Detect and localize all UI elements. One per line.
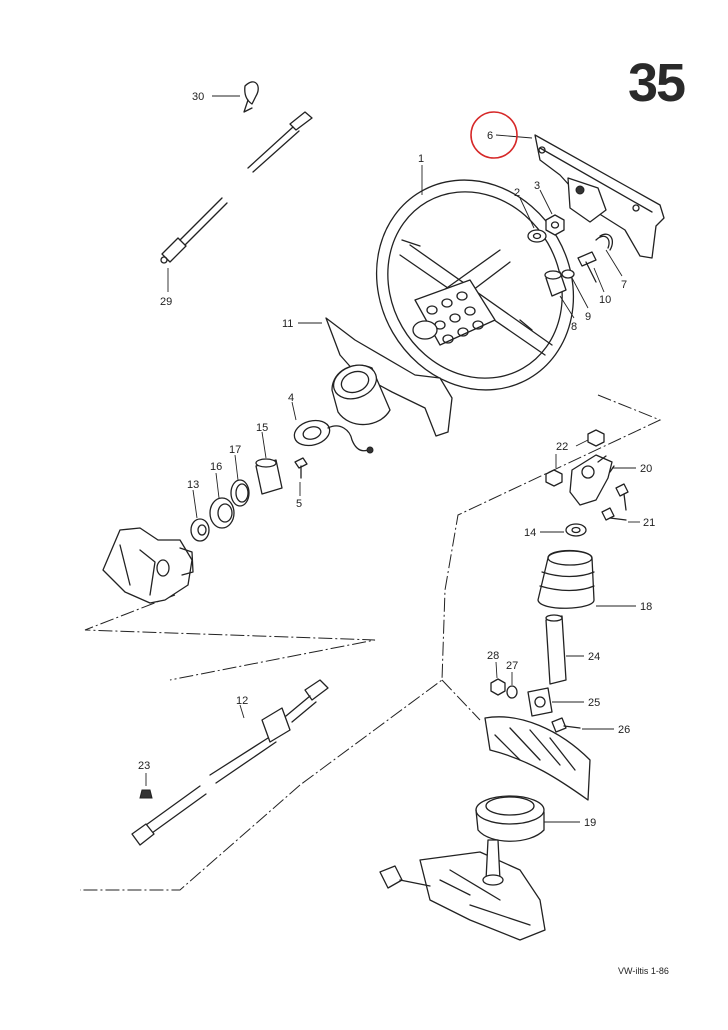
part-10-screw xyxy=(577,251,605,293)
part-9-washer xyxy=(561,269,589,309)
label-part-14: 14 xyxy=(524,527,536,539)
label-part-18: 18 xyxy=(640,601,652,613)
part-28-nut xyxy=(490,661,506,696)
highlight-circle-part-6 xyxy=(470,111,518,159)
label-part-19: 19 xyxy=(584,817,596,829)
part-13-bearing-ring xyxy=(190,489,210,542)
label-part-30: 30 xyxy=(192,91,204,103)
part-11-steering-hub xyxy=(298,317,453,437)
label-part-4: 4 xyxy=(288,392,294,404)
part-22-nuts xyxy=(545,429,605,487)
steering-gear-box xyxy=(379,839,546,941)
floor-panel-section xyxy=(484,716,591,801)
label-part-8: 8 xyxy=(571,321,577,333)
part-1-steering-wheel xyxy=(375,165,575,391)
part-8-bushing xyxy=(544,270,575,319)
part-14-grommet xyxy=(540,523,587,537)
label-part-13: 13 xyxy=(187,479,199,491)
part-21-bolts xyxy=(601,483,640,523)
part-20-universal-joint xyxy=(569,454,636,506)
part-17-retaining-ring xyxy=(230,454,250,507)
label-part-12: 12 xyxy=(236,695,248,707)
label-part-25: 25 xyxy=(588,697,600,709)
label-part-6: 6 xyxy=(487,130,493,142)
part-26-bolt xyxy=(551,717,614,733)
label-part-9: 9 xyxy=(585,311,591,323)
assembly-chain-lines xyxy=(80,394,662,891)
label-part-1: 1 xyxy=(418,153,424,165)
part-23-pin xyxy=(139,773,153,799)
part-27-washer xyxy=(506,672,518,699)
part-19-floor-seal xyxy=(475,795,580,842)
label-part-27: 27 xyxy=(506,660,518,672)
label-part-16: 16 xyxy=(210,461,222,473)
label-part-10: 10 xyxy=(599,294,611,306)
part-5-screw xyxy=(294,457,308,496)
label-part-20: 20 xyxy=(640,463,652,475)
label-part-22: 22 xyxy=(556,441,568,453)
label-part-15: 15 xyxy=(256,422,268,434)
label-part-11: 11 xyxy=(282,318,293,330)
label-part-26: 26 xyxy=(618,724,630,736)
label-part-3: 3 xyxy=(534,180,540,192)
part-16-bearing xyxy=(209,472,235,529)
label-part-23: 23 xyxy=(138,760,150,772)
part-7-contact-spring xyxy=(595,233,623,277)
part-6-horn-pad xyxy=(495,134,665,259)
label-part-21: 21 xyxy=(643,517,655,529)
label-part-17: 17 xyxy=(229,444,241,456)
part-15-sleeve xyxy=(255,431,283,495)
part-25-clamp xyxy=(527,687,584,717)
label-part-24: 24 xyxy=(588,651,600,663)
label-part-29: 29 xyxy=(160,296,172,308)
part-18-boot xyxy=(537,549,636,609)
label-part-5: 5 xyxy=(296,498,302,510)
part-2-washer xyxy=(519,197,547,243)
part-29-control-rod xyxy=(160,111,313,292)
part-3-nut xyxy=(539,189,565,236)
page-number: 35 xyxy=(628,53,686,113)
part-number-labels: 1 2 3 4 5 6 7 8 9 10 11 12 13 14 15 16 1… xyxy=(138,91,655,829)
part-30-clip xyxy=(212,81,259,113)
footer-model-date: VW-iltis 1-86 xyxy=(618,966,669,976)
label-part-7: 7 xyxy=(621,279,627,291)
label-part-28: 28 xyxy=(487,650,499,662)
part-4-contact-ring xyxy=(291,401,374,454)
label-part-2: 2 xyxy=(514,187,520,199)
part-12-steering-shaft xyxy=(131,679,329,846)
part-24-shaft-coupler xyxy=(545,614,584,685)
column-switch-housing xyxy=(102,527,194,604)
